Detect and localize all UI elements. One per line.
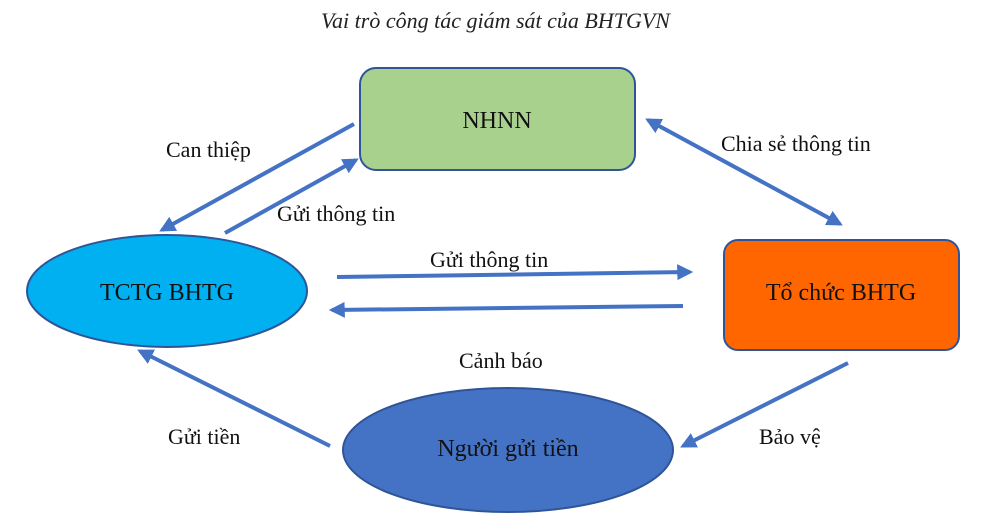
node-nhnn: NHNN xyxy=(359,67,636,171)
label-chia-se-thong-tin: Chia sẻ thông tin xyxy=(721,131,871,156)
diagram-title: Vai trò công tác giám sát của BHTGVN xyxy=(321,8,670,33)
node-nguoi-gui-tien: Người gửi tiền xyxy=(342,387,674,513)
arrow-chia-se-thong-tin xyxy=(645,118,843,226)
label-gui-thong-tin-1: Gửi thông tin xyxy=(277,201,396,226)
label-gui-tien: Gửi tiền xyxy=(168,424,241,449)
node-tctg-bhtg-label: TCTG BHTG xyxy=(100,280,234,306)
arrow-can-thiep xyxy=(159,122,355,232)
node-nhnn-label: NHNN xyxy=(462,108,531,134)
label-canh-bao: Cảnh báo xyxy=(459,348,543,373)
label-can-thiep: Can thiệp xyxy=(166,137,251,162)
arrow-gui-tien xyxy=(137,349,331,448)
node-to-chuc-bhtg-label: Tổ chức BHTG xyxy=(766,280,916,306)
label-gui-thong-tin-2: Gửi thông tin xyxy=(430,247,549,272)
arrow-gui-thong-tin-right xyxy=(336,264,694,281)
node-nguoi-gui-tien-label: Người gửi tiền xyxy=(437,436,578,462)
label-bao-ve: Bảo vệ xyxy=(759,424,821,449)
node-to-chuc-bhtg: Tổ chức BHTG xyxy=(723,239,960,351)
arrow-gui-thong-tin-up xyxy=(224,158,359,235)
arrow-canh-bao xyxy=(328,301,684,318)
node-tctg-bhtg: TCTG BHTG xyxy=(26,234,308,348)
arrow-bao-ve xyxy=(680,361,849,448)
